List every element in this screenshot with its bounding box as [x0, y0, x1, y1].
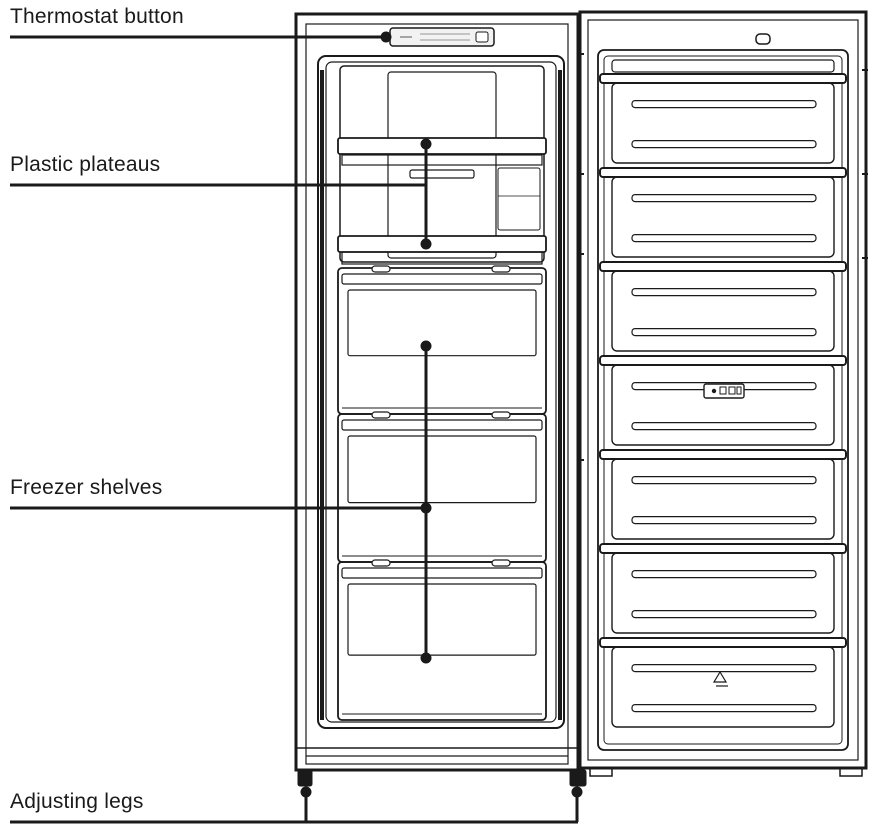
leader-plateaus-dot-top — [420, 138, 432, 150]
door-inner-frame — [587, 19, 859, 761]
freezer-shelves-group — [337, 265, 547, 721]
door-foot-left — [589, 767, 613, 777]
plastic-plateau-2 — [337, 235, 547, 265]
door-foot-right — [839, 767, 863, 777]
cabinet-outer — [294, 12, 580, 772]
door-top-strip — [611, 59, 835, 73]
leader-thermostat-dot — [380, 31, 392, 43]
door-drawer — [599, 261, 847, 352]
freezer-shelf — [337, 411, 547, 563]
cabinet-cavity-inner — [325, 61, 557, 723]
freezer-shelf — [337, 559, 547, 721]
door-liner-inner — [603, 55, 843, 745]
freezer-shelf — [337, 265, 547, 415]
adjusting-legs — [297, 767, 863, 787]
leader-shelves-dot-top — [420, 340, 432, 352]
label-adjusting-legs: Adjusting legs — [10, 790, 144, 813]
door-drawer — [599, 449, 847, 540]
leader-shelves-dot-mid — [420, 502, 432, 514]
door-drawer — [599, 167, 847, 258]
cabinet-inner-frame — [305, 23, 569, 765]
door-drawer — [599, 355, 847, 446]
door — [578, 10, 868, 770]
leader-legs-dot-right — [571, 786, 583, 798]
plastic-plateau-1 — [337, 137, 547, 166]
cabinet-cavity — [317, 55, 565, 729]
door-drawer — [599, 73, 847, 164]
door-liner — [597, 49, 849, 751]
leader-plateaus-dot-bottom — [420, 238, 432, 250]
label-freezer-shelves: Freezer shelves — [10, 476, 163, 499]
cabinet — [294, 12, 580, 772]
recycle-icon — [712, 670, 728, 687]
door-drawer — [599, 637, 847, 728]
leader-lines — [10, 31, 583, 824]
left-leg — [297, 769, 313, 787]
leader-shelves-dot-bottom — [420, 652, 432, 664]
door-drawers-group — [599, 73, 847, 728]
door-handle — [755, 33, 771, 45]
label-plastic-plateaus: Plastic plateaus — [10, 153, 161, 176]
leader-legs-dot-left — [300, 786, 312, 798]
door-control-badge — [703, 383, 745, 399]
right-leg — [569, 769, 587, 787]
label-thermostat-button: Thermostat button — [10, 5, 184, 28]
door-drawer — [599, 543, 847, 634]
upper-compartment — [339, 65, 545, 263]
thermostat-panel — [389, 27, 495, 47]
door-outer — [578, 10, 868, 770]
